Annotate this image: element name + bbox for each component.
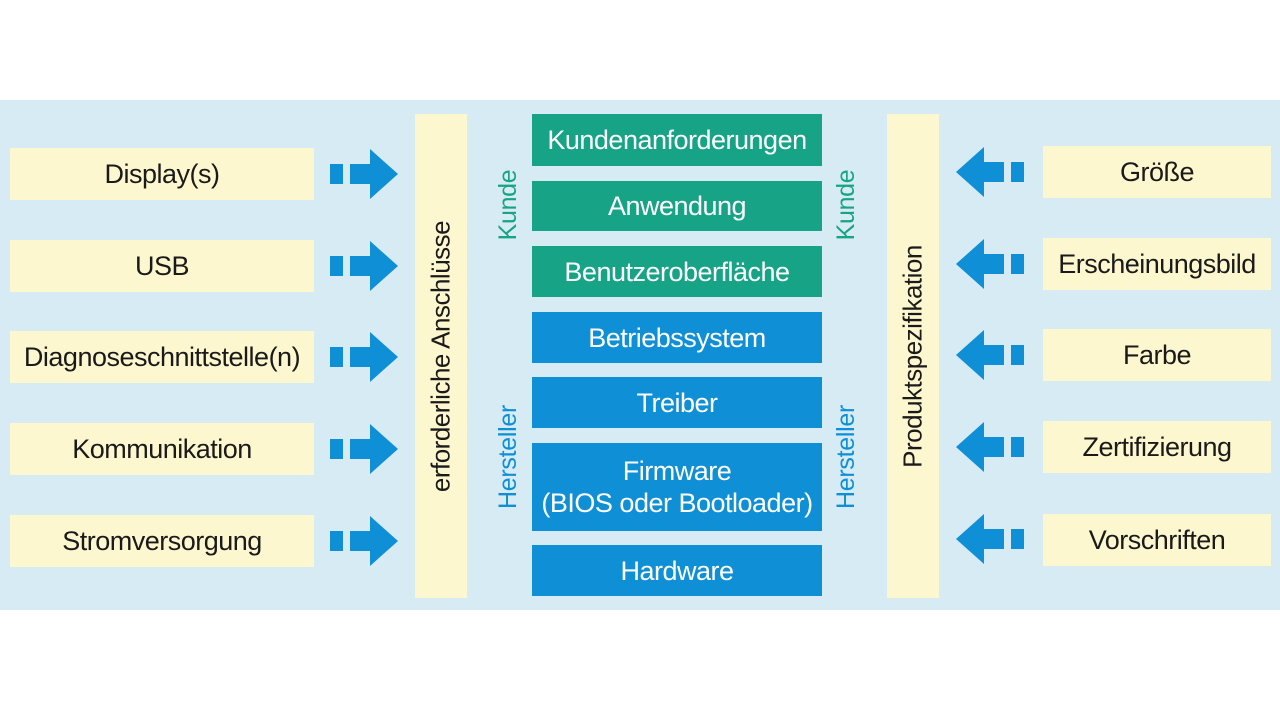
customer-label-left: Kunde [494,169,522,241]
right-item-label: Zertifizierung [1082,431,1232,462]
right-item-label: Erscheinungsbild [1058,248,1256,279]
stack-layer-label: Anwendung [607,191,747,221]
right-arrow-icon [330,149,398,199]
manufacturer-label-right: Hersteller [832,405,860,509]
right-arrow-icon [330,516,398,566]
stack-layer-label: Treiber [636,387,718,418]
right-item-label: Farbe [1122,339,1192,370]
right-arrow-icon [330,332,398,382]
left-item-usb: USB [10,240,314,292]
required-connections-label: erforderliche Anschlüsse [425,220,456,493]
manufacturer-label-left: Hersteller [494,405,522,509]
right-arrow-icon [330,424,398,474]
stack-layer-user-interface: Benutzeroberfläche [532,246,822,297]
stack-layer-firmware: Firmware (BIOS oder Bootloader) [532,443,822,531]
left-arrow-icon [956,422,1024,472]
stack-layer-label: Firmware [622,456,732,486]
right-arrow-icon [330,241,398,291]
left-item-label: Stromversorgung [62,525,262,556]
right-item-size: Größe [1043,146,1271,198]
stack-layer-customer-requirements: Kundenanforderungen [532,114,822,166]
right-item-certification: Zertifizierung [1043,421,1271,473]
left-arrow-icon [956,514,1024,564]
stack-layer-label: Hardware [620,555,734,586]
left-item-communication: Kommunikation [10,423,314,475]
stack-layer-operating-system: Betriebssystem [532,312,822,363]
stack-layer-label: Benutzeroberfläche [564,256,790,287]
stack-layer-label: Kundenanforderungen [547,125,807,155]
stack-layer-label: Betriebssystem [588,322,766,353]
required-connections-bar: erforderliche Anschlüsse [415,114,467,598]
left-item-power-supply: Stromversorgung [10,515,314,567]
left-item-diagnostic-interface: Diagnoseschnittstelle(n) [10,331,314,383]
left-arrow-icon [956,239,1024,289]
stack-layer-sublabel: (BIOS oder Bootloader) [541,488,813,518]
right-item-regulations: Vorschriften [1043,514,1271,566]
left-item-label: USB [134,250,190,281]
left-item-label: Display(s) [104,158,220,189]
right-item-appearance: Erscheinungsbild [1043,238,1271,290]
left-item-label: Diagnoseschnittstelle(n) [23,341,301,372]
customer-label-right: Kunde [832,169,860,241]
stack-layer-hardware: Hardware [532,545,822,596]
left-arrow-icon [956,147,1024,197]
stack-layer-drivers: Treiber [532,377,822,428]
left-arrow-icon [956,330,1024,380]
left-item-label: Kommunikation [72,433,252,464]
stack-layer-application: Anwendung [532,181,822,231]
left-item-display: Display(s) [10,148,314,200]
right-item-label: Größe [1119,156,1195,187]
product-specification-label: Produktspezifikation [897,245,928,468]
right-item-color: Farbe [1043,329,1271,381]
right-item-label: Vorschriften [1088,524,1226,555]
product-specification-bar: Produktspezifikation [887,114,939,598]
